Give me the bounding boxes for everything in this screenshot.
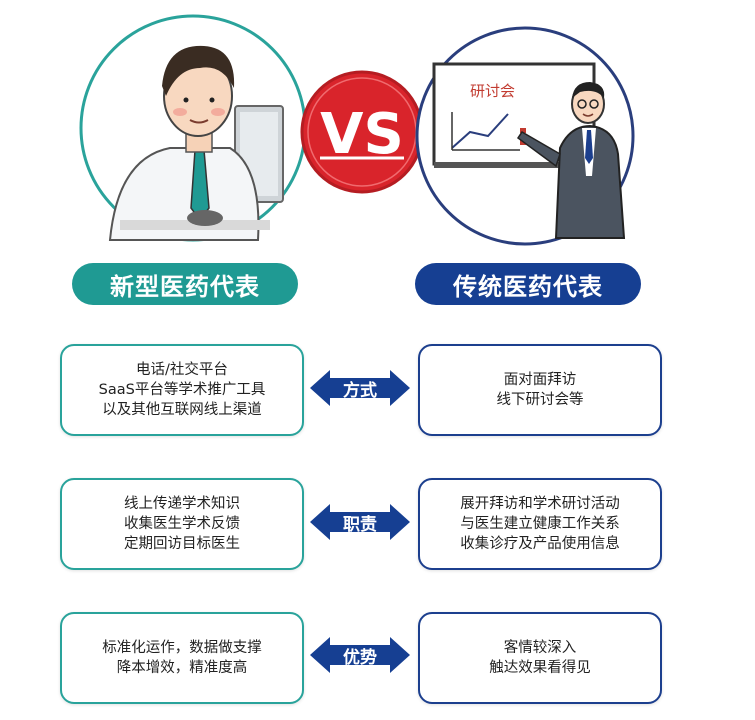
duty-left-line: 定期回访目标医生 xyxy=(124,536,240,552)
traditional-rep-duty-box: 展开拜访和学术研讨活动 与医生建立健康工作关系 收集诊疗及产品使用信息 xyxy=(418,478,662,570)
vs-text: VS xyxy=(320,102,404,167)
vs-badge: VS xyxy=(300,70,424,194)
method-left-line: 以及其他互联网线上渠道 xyxy=(102,402,262,418)
traditional-rep-method-box: 面对面拜访 线下研讨会等 xyxy=(418,344,662,436)
method-right-line: 面对面拜访 xyxy=(503,372,577,388)
traditional-rep-label: 传统医药代表 xyxy=(415,263,641,305)
new-rep-advantage-box: 标准化运作，数据做支撑 降本增效，精准度高 xyxy=(60,612,304,704)
new-rep-duty-box: 线上传递学术知识 收集医生学术反馈 定期回访目标医生 xyxy=(60,478,304,570)
double-arrow-icon xyxy=(310,370,410,406)
advantage-left-line: 标准化运作，数据做支撑 xyxy=(102,640,262,656)
comparison-illustration: VS 研讨会 xyxy=(79,14,635,246)
advantage-label: 优势 xyxy=(343,647,377,668)
new-rep-method-box: 电话/社交平台 SaaS平台等学术推广工具 以及其他互联网线上渠道 xyxy=(60,344,304,436)
duty-left-line: 收集医生学术反馈 xyxy=(124,516,240,532)
office-worker-illustration xyxy=(79,14,307,242)
whiteboard-title: 研讨会 xyxy=(470,82,515,100)
method-arrow: 方式 xyxy=(310,368,410,408)
duty-right-line: 收集诊疗及产品使用信息 xyxy=(460,536,620,552)
double-arrow-icon xyxy=(310,504,410,540)
duty-label: 职责 xyxy=(343,514,377,535)
advantage-right-line: 客情较深入 xyxy=(503,640,577,656)
presenter-illustration: 研讨会 xyxy=(415,26,635,246)
duty-arrow: 职责 xyxy=(310,502,410,542)
method-label: 方式 xyxy=(343,380,377,401)
method-left-line: SaaS平台等学术推广工具 xyxy=(98,382,266,398)
method-left-line: 电话/社交平台 xyxy=(136,362,228,378)
double-arrow-icon xyxy=(310,637,410,673)
duty-right-line: 与医生建立健康工作关系 xyxy=(460,516,620,532)
duty-left-line: 线上传递学术知识 xyxy=(124,496,240,512)
duty-right-line: 展开拜访和学术研讨活动 xyxy=(460,496,620,512)
advantage-right-line: 触达效果看得见 xyxy=(489,660,591,676)
method-right-line: 线下研讨会等 xyxy=(496,392,584,408)
advantage-arrow: 优势 xyxy=(310,635,410,675)
traditional-rep-advantage-box: 客情较深入 触达效果看得见 xyxy=(418,612,662,704)
new-rep-label: 新型医药代表 xyxy=(72,263,298,305)
advantage-left-line: 降本增效，精准度高 xyxy=(116,660,248,676)
